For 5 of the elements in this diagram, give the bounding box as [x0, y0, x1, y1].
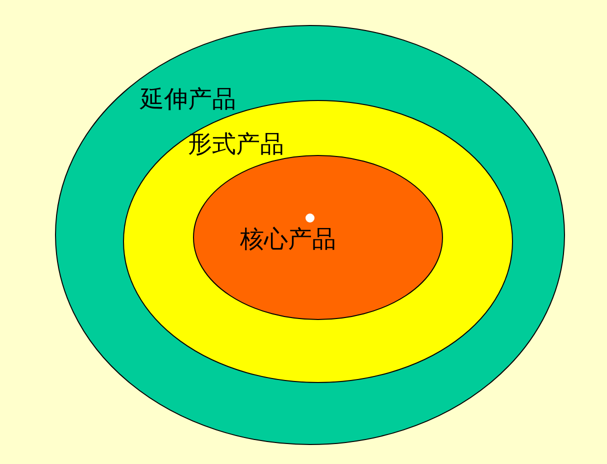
layer-label: 延伸产品: [140, 85, 236, 113]
layer-label: 核心产品: [240, 225, 336, 253]
layer-label: 形式产品: [188, 130, 284, 158]
layer-ellipse: [193, 155, 443, 320]
layer-ellipse: [55, 25, 565, 445]
